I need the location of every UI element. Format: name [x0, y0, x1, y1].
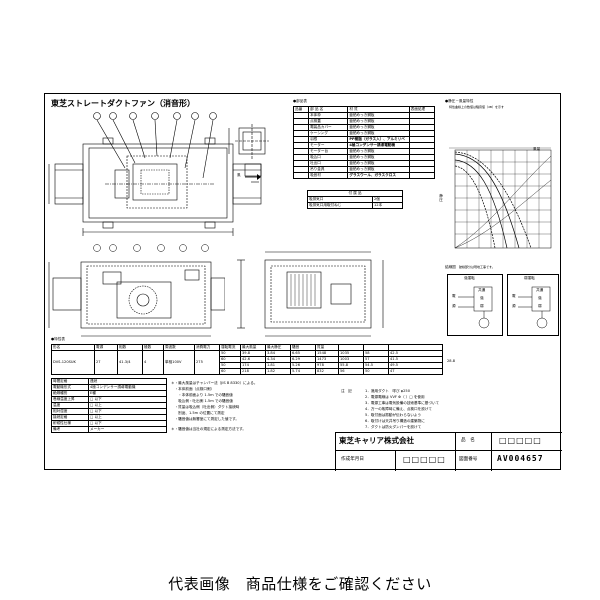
- product-value: □□□□□: [499, 436, 542, 445]
- table-cell: 27: [94, 350, 118, 375]
- table-cell: [408, 172, 436, 179]
- wiring-weak-label: 弱: [538, 304, 542, 308]
- table-cell: 218: [240, 368, 266, 375]
- text-line: 6．取付けは天井吊り構造の建築物に: [365, 419, 425, 423]
- wiring-common-label: 共通: [536, 288, 544, 292]
- spec-mass: 28.8: [447, 359, 456, 363]
- text-line: 5．取付面は振動が伝わらないよう: [365, 413, 422, 417]
- table-cell: 吸音材: [308, 172, 349, 179]
- table-cell: 275: [194, 350, 220, 375]
- wiring-power-label: 電: [452, 294, 456, 298]
- table-cell: 12本: [372, 202, 403, 209]
- spec-model: DVS-120SUK: [51, 350, 95, 375]
- text-line: 7．ダクトは防火ダンパーを設けて: [365, 425, 422, 429]
- text-line: ・質量は吸込側（吐出側）ダクト接続時: [171, 405, 240, 409]
- front-view-drawing: [237, 251, 384, 337]
- characteristics-y-axis-label: 静圧: [439, 194, 444, 202]
- table-cell: 5.74: [290, 368, 316, 375]
- parts-heading: ●部品表: [293, 99, 307, 103]
- text-line: 4．万一の故障時に備え、点検口を設けて: [365, 407, 432, 411]
- table-cell: 47: [388, 368, 443, 375]
- wiring-strong-circuit: [458, 286, 493, 329]
- characteristics-chart: [449, 147, 552, 249]
- airflow-arrow-icon: [245, 174, 261, 180]
- wiring-strong-label: 強: [480, 296, 484, 300]
- titleblock-top-rule: [335, 432, 562, 433]
- titleblock-divider: [455, 432, 456, 471]
- table-cell: 4: [142, 350, 164, 375]
- titleblock-mid-rule: [335, 450, 562, 451]
- table-cell: 50: [363, 368, 389, 375]
- table-cell: 吸排気口用取付ねじ: [307, 202, 373, 209]
- text-line: 3．電源工事は電気設備の技術基準に基づいて: [365, 401, 440, 405]
- table-cell: 60: [219, 368, 241, 375]
- wiring-heading: 結線図: [445, 265, 456, 269]
- wiring-weak-circuit: [518, 286, 551, 329]
- text-line: ・本体前面より 1.5m での騒音値: [171, 393, 233, 397]
- characteristics-note: 特性曲線上の数値は騒音値（dB）を示す: [449, 105, 504, 109]
- airflow-arrow-label: 風: [237, 173, 241, 177]
- table-cell: 832: [315, 368, 339, 375]
- drawing-number-value: AV004657: [497, 454, 544, 463]
- wiring-source-label: 源: [452, 304, 456, 308]
- date-value: □□□□□: [403, 455, 446, 464]
- company-name: 東芝キャリア株式会社: [339, 436, 414, 445]
- characteristics-x-axis-label: 風量: [533, 147, 541, 151]
- side-view-drawing: [48, 112, 262, 236]
- table-cell: グラスウール、ガラスクロス: [347, 172, 410, 179]
- table-cell: 1.82: [265, 368, 291, 375]
- text-line: ＊・最大風量はチャンバー法（JIS B 8330）による。: [171, 381, 258, 385]
- table-cell: 56: [338, 368, 364, 375]
- text-line: ・騒音値は無響室にて測定した値です。: [171, 417, 239, 421]
- titleblock-divider: [395, 450, 396, 471]
- plan-view-drawing: [48, 244, 225, 337]
- table-cell: 単相100V: [163, 350, 195, 375]
- spec-heading: ●特性表: [51, 337, 65, 341]
- wiring-source-label: 源: [512, 304, 516, 308]
- spec-table: 形名 電源 相数 極数 周波数 消費電力 運転電流 最大風量 最大静圧 騒音 質…: [51, 344, 443, 375]
- date-label: 作成年月日: [341, 457, 364, 462]
- parts-table: 品番 部 品 名 材 質 表面処理 本体枠亜鉛めっき鋼板 点検蓋亜鉛めっき鋼板 …: [292, 106, 436, 179]
- wiring-power-label: 電: [512, 294, 516, 298]
- end-view-drawing: [228, 124, 269, 183]
- wiring-weak-label: 弱: [480, 304, 484, 308]
- product-label: 品 名: [461, 438, 475, 443]
- wiring-note: 破線部分は現地工事です。: [459, 265, 495, 269]
- wiring-common-label: 共通: [478, 288, 486, 292]
- text-line: ・本体前面（点検口側）: [171, 387, 215, 391]
- table-cell: 備考: [51, 426, 89, 433]
- text-line: 別途、1.5m の位置にて測定: [171, 411, 225, 415]
- table-cell: メーカー: [88, 426, 167, 433]
- drawing-number-label: 図面番号: [459, 457, 478, 462]
- wiring-strong-title: 強運転: [464, 276, 475, 280]
- footer-caption: 代表画像 商品仕様をご確認ください: [168, 575, 432, 593]
- table-cell: 41.3/4: [117, 350, 143, 375]
- wiring-weak-box: 弱運転 電 源 共通 強 弱: [507, 274, 559, 336]
- titleblock-divider: [491, 432, 492, 471]
- drawing-sheet: 東芝ストレートダクトファン（消音形）: [44, 93, 562, 471]
- text-line: 2．電源電線は VVF Φ（ ）□ を使用: [365, 395, 425, 399]
- table-row: 備考メーカー: [51, 426, 167, 433]
- table-cell: PP樹脂（ガラス入）、アルミリベ: [347, 136, 410, 143]
- table-cell: [292, 172, 310, 179]
- table-row: 吸音材グラスウール、ガラスクロス: [292, 172, 436, 179]
- wiring-weak-title: 弱運転: [524, 276, 535, 280]
- text-line: 吸込側・吐出側 1.5m での騒音値: [171, 399, 233, 403]
- wiring-strong-label: 強: [538, 296, 542, 300]
- text-line: 1．適用ダクト 呼び φ250: [365, 389, 411, 393]
- wiring-strong-box: 強運転 電 源 共通 強 弱: [447, 274, 503, 336]
- titleblock-left-rule: [335, 432, 336, 471]
- notes-heading: 注 記: [341, 389, 352, 393]
- characteristics-heading: ●静圧－風量特性: [445, 99, 474, 103]
- text-line: ＊・騒音値は当社の規定による測定方法です。: [171, 427, 246, 431]
- drawing-title: 東芝ストレートダクトファン（消音形）: [51, 99, 195, 108]
